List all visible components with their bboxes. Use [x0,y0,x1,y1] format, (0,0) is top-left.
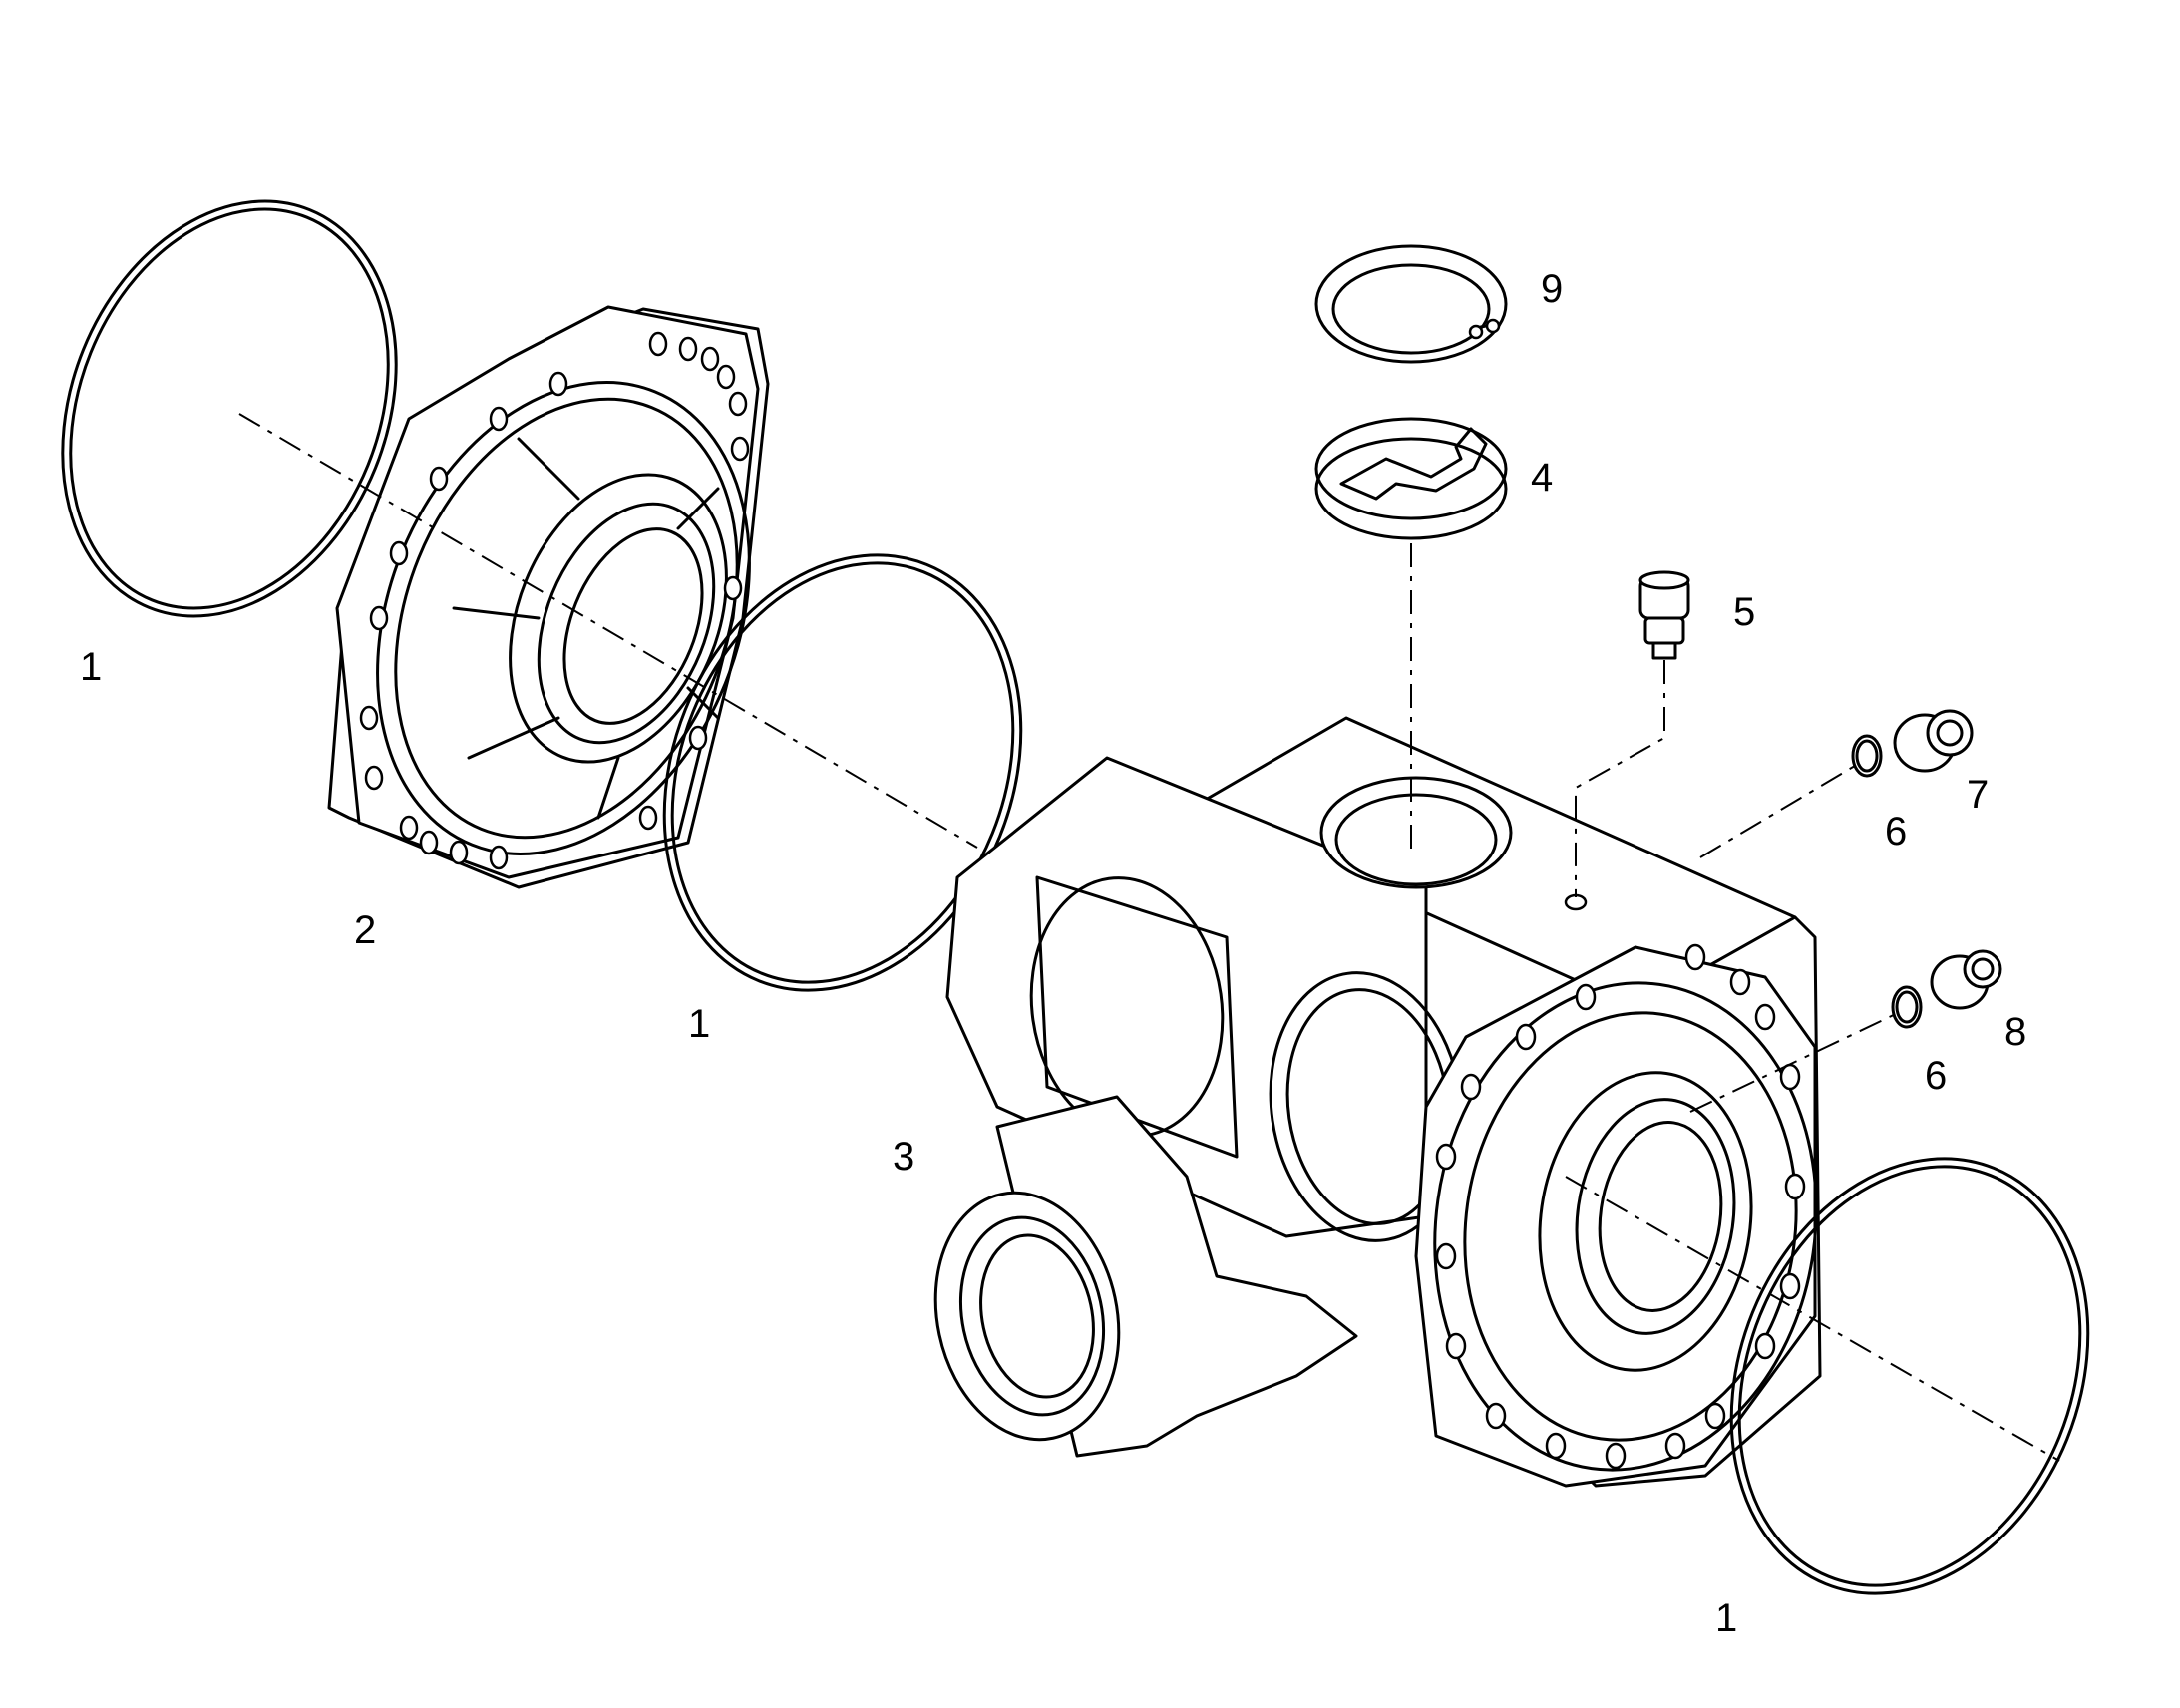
cover-bolt-holes [359,331,750,870]
callout-oring-middle: 1 [688,1002,710,1046]
assembly-axis-lines [238,413,2060,1462]
plug-lower [1930,949,2002,1010]
callout-seal-lower: 6 [1925,1054,1947,1098]
seal-ring-upper [1851,734,1883,778]
callout-plug-upper: 7 [1967,773,1989,817]
callout-cover: 2 [354,908,376,952]
callout-oring-left: 1 [80,645,102,689]
o-ring-right [1729,1157,2090,1595]
o-ring-left [61,199,398,618]
end-cover [327,305,770,889]
plug-upper [1893,709,1974,773]
callout-snap-ring: 9 [1541,267,1563,311]
callout-plug-lower: 8 [2004,1010,2026,1054]
callout-housing: 3 [893,1135,914,1179]
cover-cap [1314,417,1508,540]
callout-oring-right: 1 [1715,1596,1737,1640]
breather-valve [1638,570,1690,660]
callout-breather: 5 [1733,590,1755,634]
o-ring-middle [662,553,1023,992]
axle-housing [933,716,1822,1488]
snap-ring [1314,244,1508,364]
callout-labels: 1 2 1 3 1 4 5 6 7 6 8 9 [80,267,2026,1640]
housing-flange-bolt-holes [1435,943,1806,1470]
callout-cap: 4 [1531,456,1553,500]
seal-ring-lower [1891,985,1923,1029]
callout-seal-upper: 6 [1885,810,1907,854]
